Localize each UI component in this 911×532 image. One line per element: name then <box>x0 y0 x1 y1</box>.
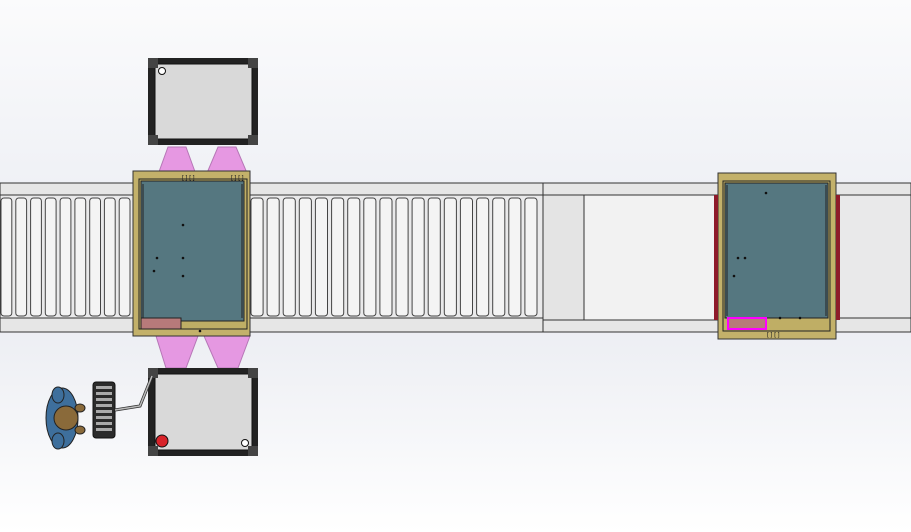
conveyor-roller <box>524 197 538 317</box>
control-keypad[interactable] <box>92 375 154 439</box>
conveyor-roller <box>395 197 409 317</box>
conveyor-roller <box>443 197 457 317</box>
tray-tag-top-left: [][] <box>181 175 195 182</box>
conveyor-roller <box>379 197 393 317</box>
conveyor-roller <box>363 197 377 317</box>
conveyor-roller <box>74 197 87 317</box>
empty-bay <box>583 194 719 321</box>
operator-figure <box>45 386 86 450</box>
conveyor-roller <box>298 197 312 317</box>
conveyor-roller <box>118 197 131 317</box>
tray-station-2[interactable]: [][] <box>714 172 840 340</box>
conveyor-roller <box>89 197 101 317</box>
roller-group-left <box>0 197 131 317</box>
transfer-plate <box>542 194 585 321</box>
tray-mat <box>140 317 182 330</box>
emergency-stop-button[interactable] <box>155 434 169 448</box>
roller-group-right <box>250 197 538 317</box>
conveyor-roller <box>427 197 441 317</box>
conveyor-roller <box>15 197 28 317</box>
conveyor-roller <box>44 197 57 317</box>
conveyor-roller <box>508 197 522 317</box>
conveyor-roller <box>103 197 116 317</box>
conveyor-roller <box>266 197 280 317</box>
conveyor-roller <box>347 197 361 317</box>
tray-station-1[interactable]: [][] [][] <box>132 170 251 337</box>
conveyor-roller <box>282 197 296 317</box>
conveyor-roller <box>30 197 42 317</box>
indicator-light-white <box>241 439 249 447</box>
indicator-light-white <box>158 67 166 75</box>
conveyor-roller <box>314 197 328 317</box>
conveyor-roller <box>411 197 425 317</box>
tray-mat-magenta <box>727 317 767 330</box>
conveyor-roller <box>59 197 72 317</box>
conveyor-roller <box>0 197 13 317</box>
conveyor-roller <box>492 197 506 317</box>
conveyor-roller <box>250 197 264 317</box>
conveyor-roller <box>331 197 345 317</box>
tray-tag-bottom: [][] <box>766 332 780 339</box>
machine-cabinet-top[interactable] <box>148 58 258 145</box>
tray-tag-top-right: [][] <box>230 175 244 182</box>
light-curtain-bottom <box>155 335 251 369</box>
machine-cabinet-bottom[interactable] <box>148 368 258 456</box>
conveyor-roller <box>459 197 473 317</box>
conveyor-roller <box>476 197 490 317</box>
